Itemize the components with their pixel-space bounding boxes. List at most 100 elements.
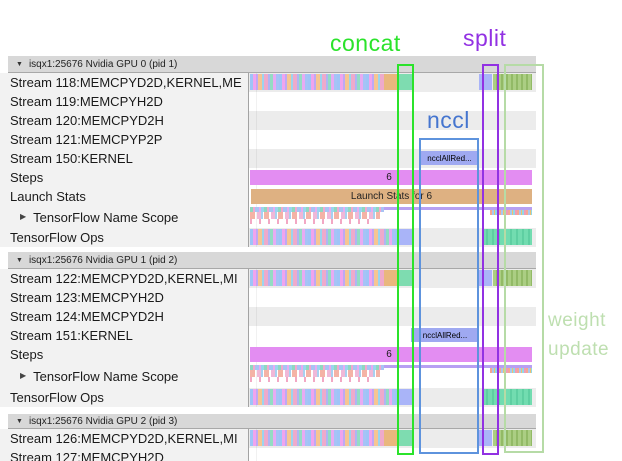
track-label: Stream 123:MEMCPYH2D <box>0 288 249 307</box>
track-label: Stream 151:KERNEL <box>0 326 249 345</box>
name-scope-specks[interactable] <box>490 210 532 215</box>
track-canvas[interactable] <box>249 228 536 247</box>
trace-event-orange[interactable] <box>384 270 397 286</box>
trace-event-concat[interactable] <box>397 270 413 286</box>
track-label: Stream 126:MEMCPYD2D,KERNEL,MI <box>0 429 249 448</box>
track-label: Stream 124:MEMCPYD2H <box>0 307 249 326</box>
track-canvas[interactable] <box>249 364 536 388</box>
track-label-text: Stream 120:MEMCPYD2H <box>10 113 164 128</box>
track-canvas[interactable] <box>249 92 536 111</box>
name-scope-flame[interactable] <box>250 365 384 382</box>
track-canvas[interactable]: Launch Stats for 6 <box>249 187 536 206</box>
track-row: ▶ TensorFlow Name Scope <box>0 364 536 388</box>
flame-level-1 <box>250 207 384 212</box>
track-label-text: Stream 122:MEMCPYD2D,KERNEL,MI <box>10 271 238 286</box>
name-scope-line[interactable] <box>384 365 532 368</box>
nccl-allreduce-block[interactable]: ncclAllRed... <box>420 151 479 165</box>
flame-level-1 <box>250 365 384 370</box>
track-label: Stream 122:MEMCPYD2D,KERNEL,MI <box>0 269 249 288</box>
track-label-text: Stream 124:MEMCPYD2H <box>10 309 164 324</box>
track-row: Stream 127:MEMCPYH2D <box>0 448 536 461</box>
expand-triangle-icon[interactable]: ▶ <box>20 212 27 221</box>
track-canvas[interactable] <box>249 288 536 307</box>
trace-event-split[interactable] <box>479 74 492 90</box>
track-label: Stream 120:MEMCPYD2H <box>0 111 249 130</box>
track-label-text: Stream 118:MEMCPYD2D,KERNEL,ME <box>10 75 242 90</box>
track-canvas[interactable]: ncclAllRed... <box>249 149 536 168</box>
trace-events-weight-update[interactable] <box>493 74 532 90</box>
collapse-triangle-icon[interactable]: ▼ <box>16 60 23 68</box>
steps-bar[interactable] <box>250 170 532 185</box>
trace-events-weight-update[interactable] <box>493 430 532 446</box>
track-canvas[interactable]: 6 <box>249 345 536 364</box>
annotation-split-label: split <box>463 25 507 51</box>
timeline-rows: ▼ isqx1:25676 Nvidia GPU 0 (pid 1) Stream … <box>0 54 536 461</box>
name-scope-line[interactable] <box>384 207 532 210</box>
tf-ops-weight-update[interactable] <box>482 229 532 245</box>
track-row: Stream 120:MEMCPYD2H <box>0 111 536 130</box>
flame-level-3 <box>250 377 370 382</box>
track-label-text: Stream 126:MEMCPYD2D,KERNEL,MI <box>10 431 238 446</box>
track-canvas[interactable]: ncclAllRed... <box>249 326 536 345</box>
name-scope-flame[interactable] <box>250 207 384 224</box>
flame-level-3 <box>250 219 370 224</box>
trace-events-dense[interactable] <box>250 430 384 446</box>
track-label-text: Stream 127:MEMCPYH2D <box>10 450 164 461</box>
process-header-row[interactable]: ▼isqx1:25676 Nvidia GPU 2 (pid 3) <box>0 412 536 429</box>
track-label-text: TensorFlow Ops <box>10 390 104 405</box>
trace-event-concat[interactable] <box>397 74 413 90</box>
track-row: Stream 151:KERNEL ncclAllRed... <box>0 326 536 345</box>
track-canvas[interactable] <box>249 206 536 228</box>
track-label: Stream 127:MEMCPYH2D <box>0 448 249 461</box>
process-header-band[interactable]: ▼ isqx1:25676 Nvidia GPU 0 (pid 1) <box>8 56 536 73</box>
trace-events-dense[interactable] <box>250 74 384 90</box>
track-canvas[interactable] <box>249 307 536 326</box>
track-label: TensorFlow Ops <box>0 388 249 407</box>
launch-stats-bar[interactable]: Launch Stats for 6 <box>251 189 532 204</box>
trace-event-concat[interactable] <box>397 430 413 446</box>
process-header-row[interactable]: ▼ isqx1:25676 Nvidia GPU 0 (pid 1) <box>0 54 536 73</box>
trace-event-orange[interactable] <box>384 74 397 90</box>
trace-event-orange[interactable] <box>384 430 397 446</box>
process-header-label: isqx1:25676 Nvidia GPU 0 (pid 1) <box>28 58 178 70</box>
track-row: Stream 122:MEMCPYD2D,KERNEL,MI <box>0 269 536 288</box>
track-label-text: Stream 150:KERNEL <box>10 151 133 166</box>
nccl-allreduce-block[interactable]: ncclAllRed... <box>411 328 479 342</box>
trace-event-split[interactable] <box>479 270 492 286</box>
flame-level-2 <box>250 370 380 377</box>
track-label-text: TensorFlow Name Scope <box>33 368 179 384</box>
tf-op-split[interactable] <box>398 229 412 245</box>
process-header-band[interactable]: ▼isqx1:25676 Nvidia GPU 2 (pid 3) <box>8 414 536 429</box>
track-row: Stream 126:MEMCPYD2D,KERNEL,MI <box>0 429 536 448</box>
track-row: Stream 118:MEMCPYD2D,KERNEL,ME <box>0 73 536 92</box>
track-canvas[interactable] <box>249 73 536 92</box>
track-canvas[interactable] <box>249 388 536 407</box>
collapse-triangle-icon[interactable]: ▼ <box>16 417 23 425</box>
track-canvas[interactable] <box>249 130 536 149</box>
trace-events-weight-update[interactable] <box>493 270 532 286</box>
process-header-band[interactable]: ▼ isqx1:25676 Nvidia GPU 1 (pid 2) <box>8 252 536 269</box>
tf-ops-weight-update[interactable] <box>482 389 532 405</box>
process-header-row[interactable]: ▼ isqx1:25676 Nvidia GPU 1 (pid 2) <box>0 250 536 269</box>
track-label-text: TensorFlow Name Scope <box>33 209 179 225</box>
track-canvas[interactable] <box>249 269 536 288</box>
track-label-text: Stream 119:MEMCPYH2D <box>10 94 163 109</box>
trace-events-dense[interactable] <box>250 270 384 286</box>
collapse-triangle-icon[interactable]: ▼ <box>16 256 23 264</box>
track-label-text: TensorFlow Ops <box>10 230 104 245</box>
track-canvas[interactable] <box>249 429 536 448</box>
process-header-label: isqx1:25676 Nvidia GPU 1 (pid 2) <box>28 254 178 266</box>
tf-ops-dense[interactable] <box>250 389 398 405</box>
trace-event-split[interactable] <box>479 430 492 446</box>
track-canvas[interactable] <box>249 448 536 461</box>
tf-ops-dense[interactable] <box>250 229 398 245</box>
name-scope-specks[interactable] <box>490 368 532 373</box>
track-canvas[interactable]: 6 <box>249 168 536 187</box>
track-label-text: Steps <box>10 347 44 362</box>
expand-triangle-icon[interactable]: ▶ <box>20 371 27 380</box>
track-label: Stream 121:MEMCPYP2P <box>0 130 249 149</box>
steps-bar[interactable] <box>250 347 532 362</box>
tf-op-split[interactable] <box>398 389 412 405</box>
track-canvas[interactable] <box>249 111 536 130</box>
